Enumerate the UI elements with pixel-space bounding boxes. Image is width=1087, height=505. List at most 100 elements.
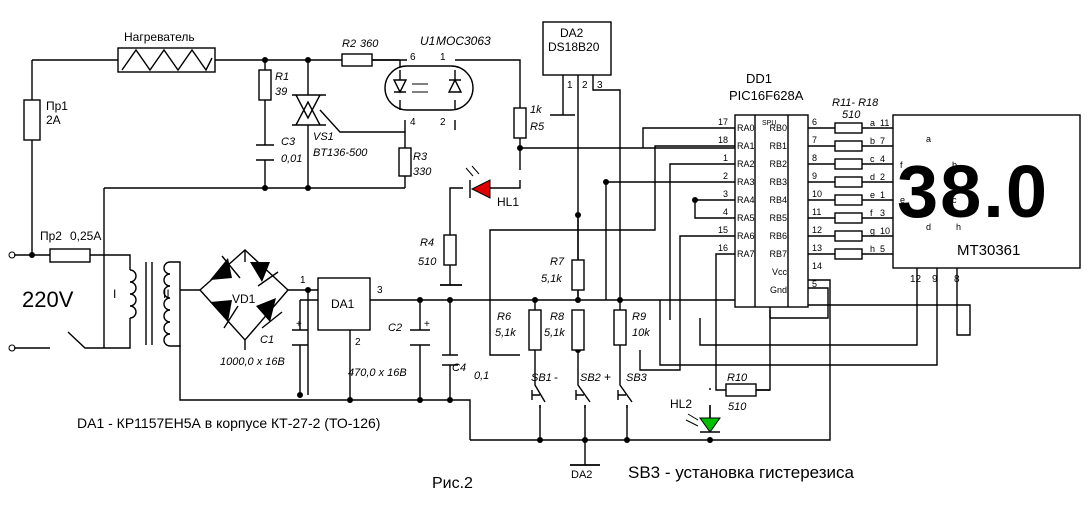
display-seg-b: b	[952, 160, 957, 170]
u1-pin4: 4	[410, 117, 416, 128]
display-digits: 38.0	[897, 150, 1049, 233]
u1-pin1: 1	[440, 52, 446, 63]
display-seg-e: e	[900, 195, 905, 205]
dd1-pin-17-number: 17	[718, 117, 728, 127]
resistor-r4: R4 510	[418, 234, 457, 268]
segment-resistors	[834, 122, 863, 260]
resistor-r8: R8 5,1k	[544, 309, 585, 351]
c1-value: 1000,0 x 16B	[220, 356, 285, 368]
dd1-pin-15-number: 15	[718, 225, 728, 235]
r9-value: 10k	[632, 327, 650, 339]
dd1-pin-4-number: 4	[723, 207, 728, 217]
dd1-pin-ra4-name: RA4	[737, 195, 755, 205]
resistor-r3: R3 330	[398, 147, 432, 178]
dd1-pin-ra3-name: RA3	[737, 177, 755, 187]
switch-sb1: SB1 -	[531, 370, 558, 408]
dd1-pin-rb6-name: RB6	[769, 231, 787, 241]
wires	[14, 59, 971, 466]
c2-plus: +	[424, 319, 430, 330]
dd1-pin-rb0-name: RB0	[769, 123, 787, 133]
dd1-pin-ra7-name: RA7	[737, 249, 755, 259]
display-pin-12: 12	[910, 274, 922, 285]
c3-label: C3	[281, 136, 296, 148]
fuse-2: Пр2 0,25A	[40, 229, 101, 263]
r3-label: R3	[413, 151, 428, 163]
dd1-pin-16-number: 16	[718, 243, 728, 253]
c1-label: C1	[260, 334, 274, 346]
triac-vs1: VS1 BT136-500	[292, 94, 368, 159]
resistor-segment-b	[834, 140, 863, 152]
dd1-spu: SPU	[762, 120, 776, 127]
dd1-pin-14-number: 14	[812, 261, 822, 271]
dd1-pin-8-number: 8	[812, 153, 817, 163]
dd1-pin-11-number: 11	[812, 207, 821, 217]
vd1-label: VD1	[232, 292, 256, 306]
r6-value: 5,1k	[495, 327, 516, 339]
segment-e-letter: e	[870, 190, 875, 200]
resistor-r5: 1k R5	[513, 104, 545, 139]
c4-label: C4	[452, 362, 466, 374]
resistor-r9: R9 10k	[613, 309, 650, 346]
c4-value: 0,1	[474, 370, 489, 382]
capacitor-c2: + C2 470,0 x 16B	[348, 319, 430, 379]
segment-b-letter: b	[870, 136, 875, 146]
dd1-pin-2-number: 2	[723, 171, 728, 181]
dd1-pin-ra6-name: RA6	[737, 231, 755, 241]
dd1-pin-rb7-name: RB7	[769, 249, 787, 259]
dd1-value: PIC16F628A	[729, 88, 804, 103]
resistor-segment-e	[834, 194, 863, 206]
dd1-pin-rb5-name: RB5	[769, 213, 787, 223]
display-pin-8: 8	[954, 274, 960, 285]
dd1-label: DD1	[746, 71, 772, 86]
led-hl2: HL2	[670, 397, 721, 433]
segment-f-letter: f	[870, 208, 873, 218]
dd1-pin-rb1-name: RB1	[769, 141, 787, 151]
dd1-pin-ra2-name: RA2	[737, 159, 755, 169]
dd1-pin-18-number: 18	[718, 135, 728, 145]
segment-a-pin: 11	[880, 118, 889, 128]
da2-pin1: 1	[567, 80, 573, 91]
mains-voltage-label: 220V	[22, 287, 74, 312]
r4-value: 510	[418, 256, 437, 268]
resistor-r2: R2 360	[341, 38, 379, 67]
r5-label: R5	[530, 121, 545, 133]
da2-pin3: 3	[597, 80, 603, 91]
da1-pin3: 3	[377, 285, 383, 296]
mains-terminal-bottom	[8, 344, 16, 352]
fuse2-label: Пр2	[40, 229, 62, 243]
display-seg-f: f	[900, 160, 903, 170]
da1-pin2: 2	[355, 337, 361, 348]
sensor-da2: DA2 DS18B20 1 2 3	[542, 21, 612, 91]
dd1-pin-13-number: 13	[812, 243, 822, 253]
optocoupler-u1: U1 MOC3063 6 1 4 2	[384, 34, 491, 128]
r10-value: 510	[728, 401, 747, 413]
r11-18-label: R11- R18	[832, 97, 879, 109]
r1-value: 39	[275, 86, 287, 98]
display-seg-a: a	[926, 134, 931, 144]
fuse1-value: 2A	[46, 113, 61, 127]
segment-h-pin: 5	[880, 244, 885, 254]
segment-c-pin: 4	[880, 154, 885, 164]
r8-value: 5,1k	[544, 327, 565, 339]
c2-label: C2	[388, 322, 402, 334]
u1-label: U1	[420, 34, 435, 48]
dd1-pin-5-number: 5	[812, 279, 817, 289]
r8-label: R8	[550, 311, 565, 323]
sb3-label: SB3	[626, 372, 648, 384]
r6-label: R6	[497, 311, 512, 323]
r10-label: R10	[727, 372, 748, 384]
r1-label: R1	[275, 71, 289, 83]
u1-pin6: 6	[410, 52, 416, 63]
resistor-r1: R1 39	[258, 69, 289, 101]
segment-f-pin: 3	[880, 208, 885, 218]
c2-value: 470,0 x 16B	[348, 367, 407, 379]
resistor-segment-h	[834, 248, 863, 260]
transformer-primary-label: I	[113, 287, 116, 301]
dd1-pin-10-number: 10	[812, 189, 822, 199]
sb2-sign: +	[604, 370, 611, 384]
sb1-sign: -	[554, 370, 558, 384]
segment-d-letter: d	[870, 172, 875, 182]
fuse-1: Пр1 2A	[23, 99, 68, 141]
switch-sb2: SB2 +	[575, 370, 611, 408]
